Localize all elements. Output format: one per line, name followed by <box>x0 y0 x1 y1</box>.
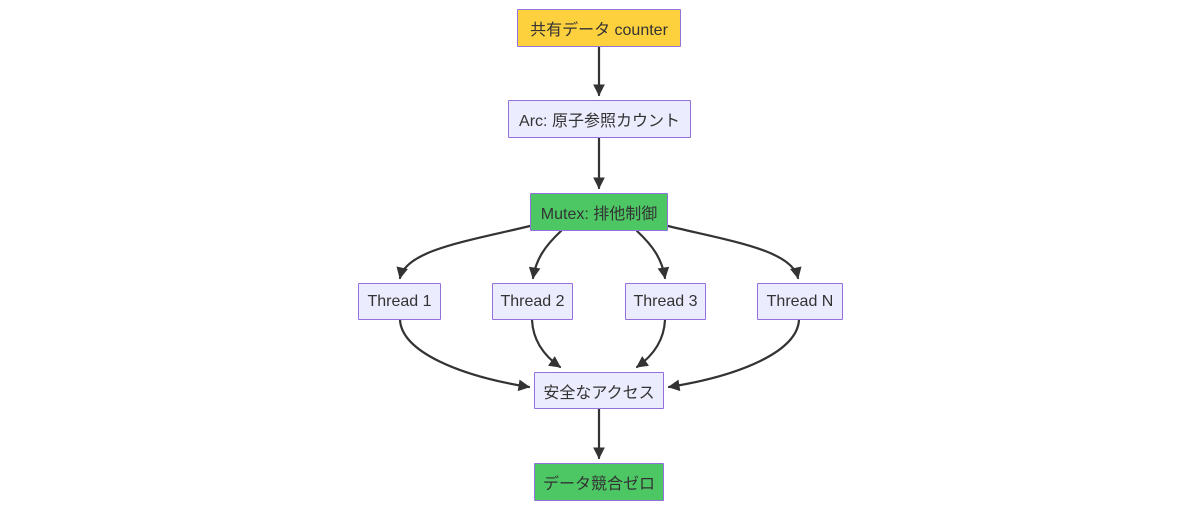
node-arc-label: Arc: 原子参照カウント <box>519 113 680 130</box>
edge-thread-1-to-safe-access <box>398 318 531 392</box>
node-arc: Arc: 原子参照カウント <box>508 100 691 138</box>
node-thread-2-label: Thread 2 <box>500 292 565 310</box>
node-thread-2: Thread 2 <box>492 283 573 320</box>
node-thread-n-label: Thread N <box>766 292 834 310</box>
edge-mutex-to-thread-3 <box>635 229 670 280</box>
edge-mutex-to-thread-n <box>666 224 802 280</box>
edge-mutex-to-thread-2 <box>528 229 563 280</box>
node-thread-1-label: Thread 1 <box>367 292 432 310</box>
node-zero-race: データ競合ゼロ <box>534 463 664 501</box>
node-safe-access: 安全なアクセス <box>534 372 664 409</box>
node-zero-race-label: データ競合ゼロ <box>542 476 655 493</box>
node-shared-counter: 共有データ counter <box>517 9 681 47</box>
edge-thread-2-to-safe-access <box>530 318 562 369</box>
node-thread-1: Thread 1 <box>358 283 441 320</box>
node-thread-3: Thread 3 <box>625 283 706 320</box>
node-mutex: Mutex: 排他制御 <box>530 193 668 231</box>
node-safe-access-label: 安全なアクセス <box>543 384 655 402</box>
node-shared-counter-label: 共有データ counter <box>530 22 668 39</box>
edge-thread-3-to-safe-access <box>635 318 667 369</box>
edge-thread-n-to-safe-access <box>667 318 801 392</box>
node-thread-3-label: Thread 3 <box>633 292 698 310</box>
node-mutex-label: Mutex: 排他制御 <box>540 206 658 223</box>
edge-mutex-to-thread-1 <box>396 224 532 280</box>
node-thread-n: Thread N <box>757 283 843 320</box>
